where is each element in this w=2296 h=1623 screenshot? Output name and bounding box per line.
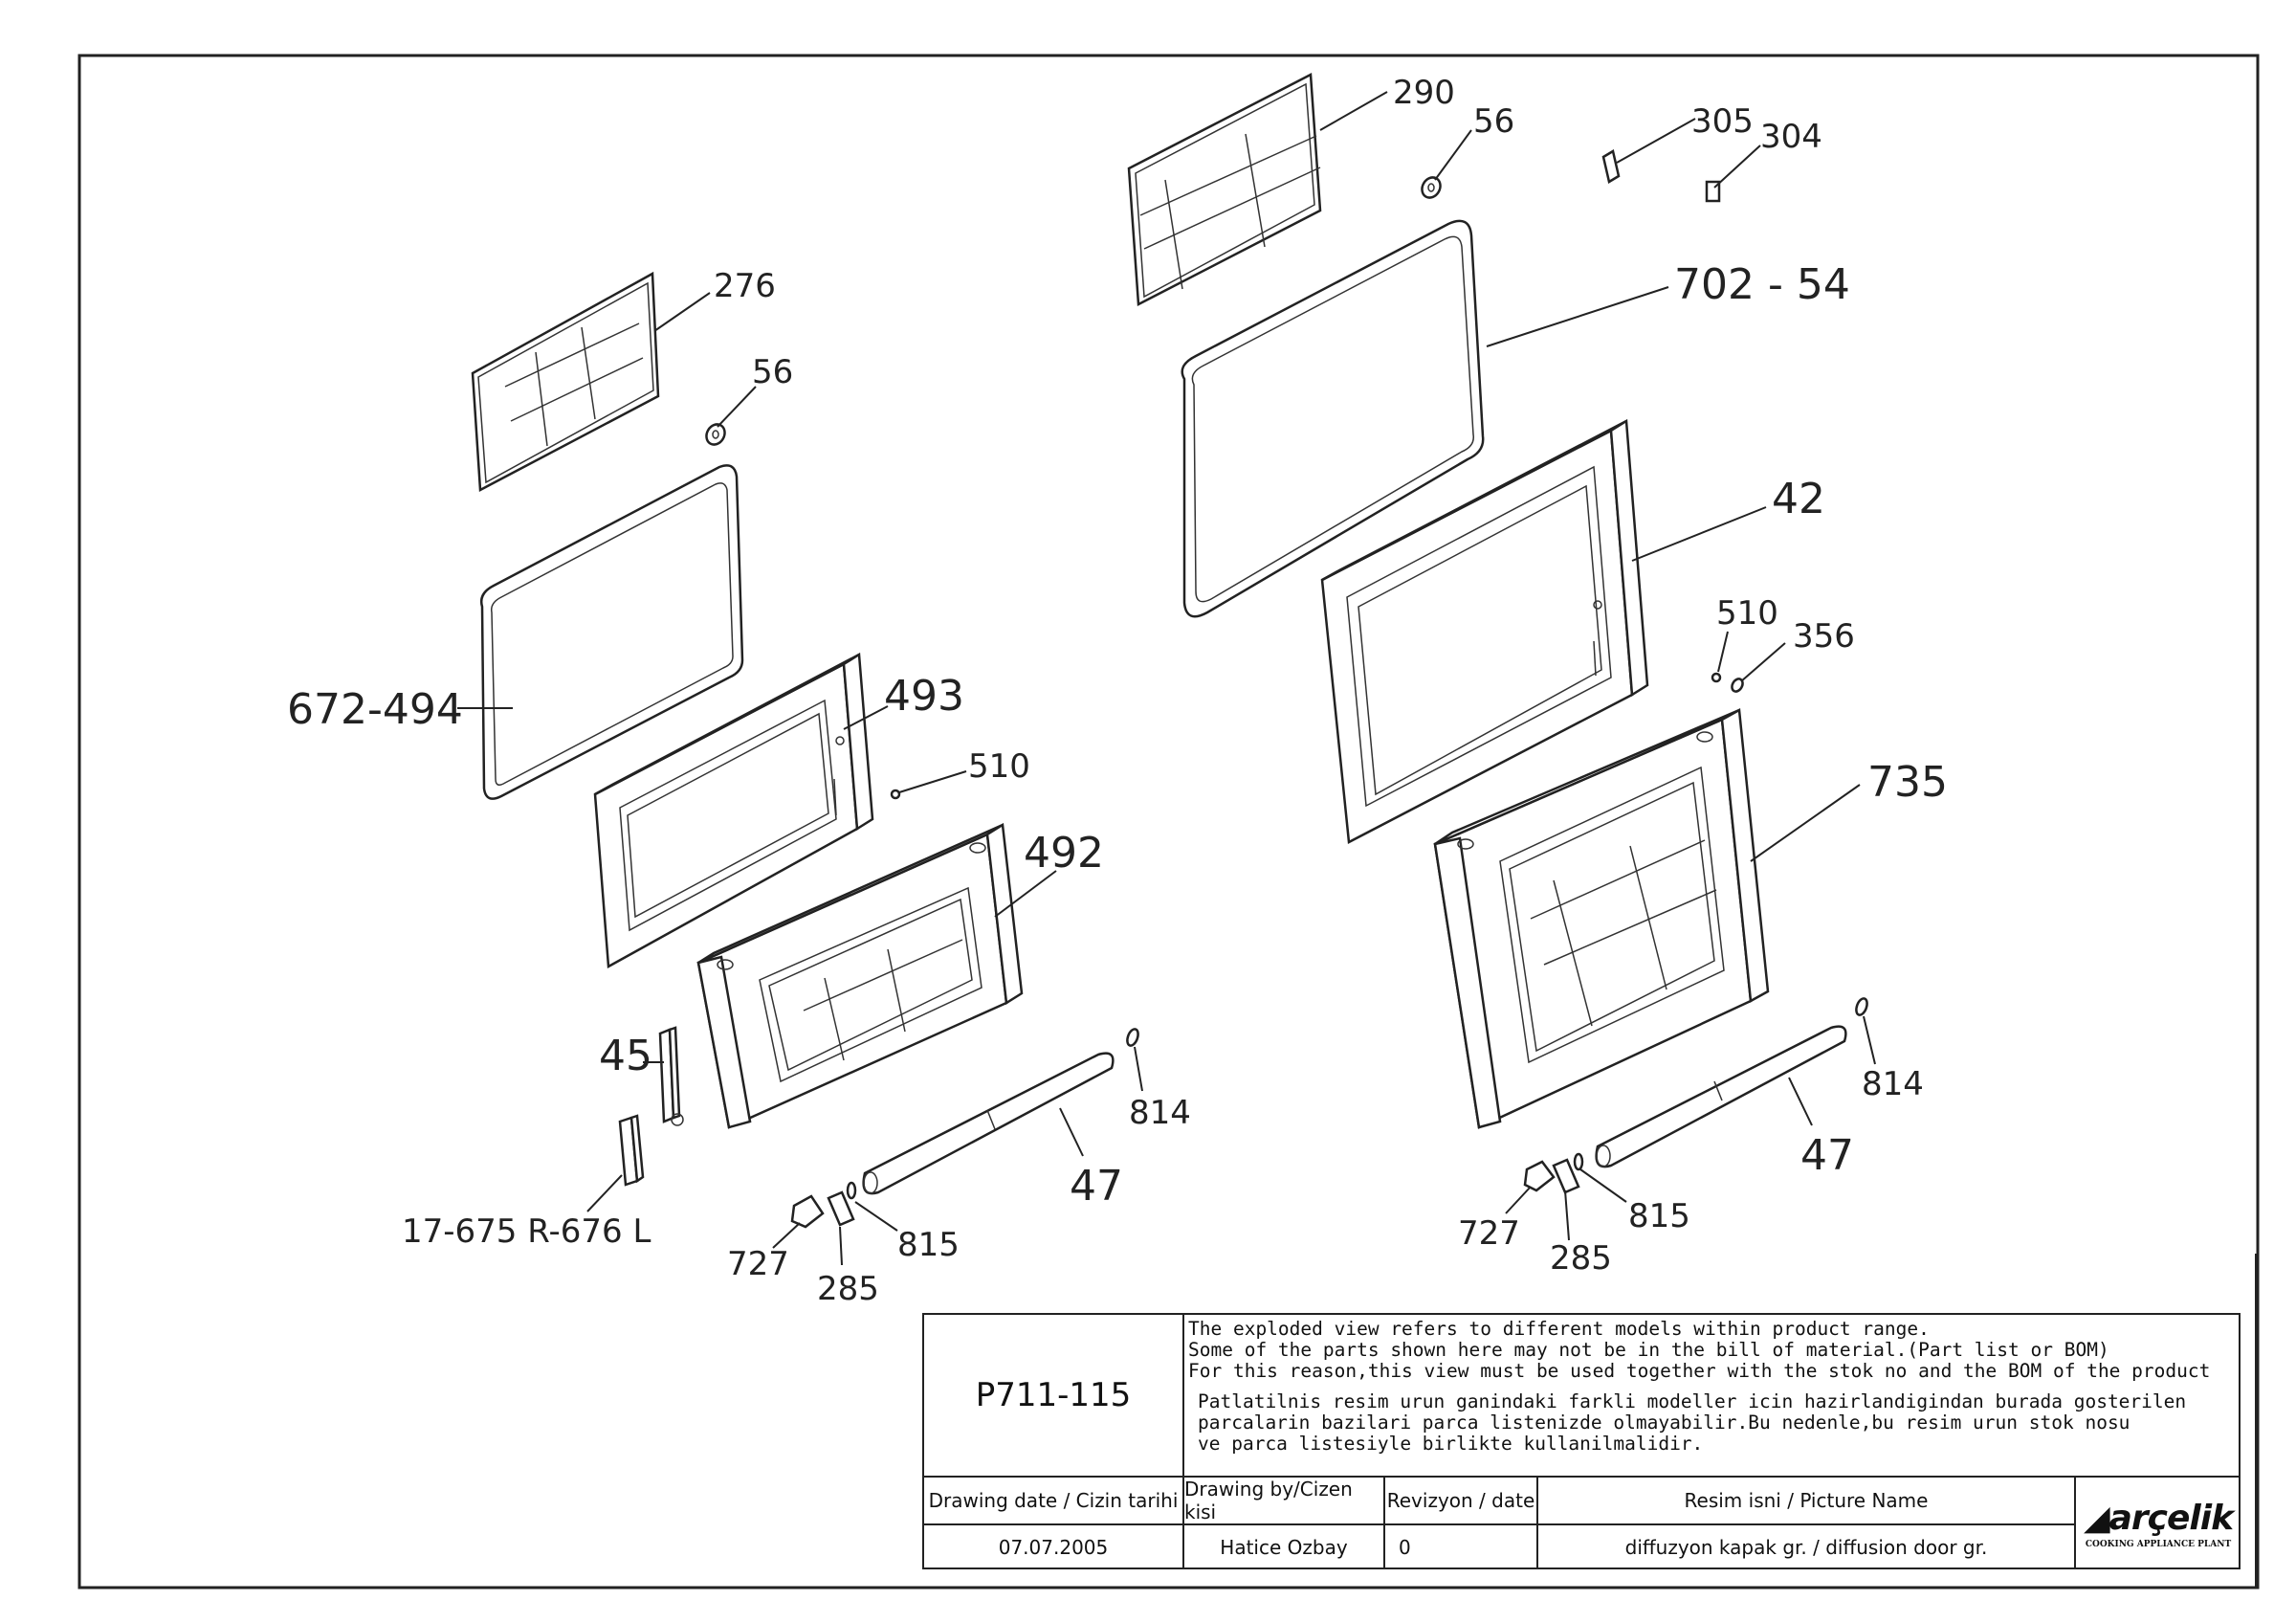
header-revision: Revizyon / date bbox=[1385, 1478, 1538, 1525]
callout-17-675-676: 17-675 R-676 L bbox=[402, 1212, 651, 1251]
callout-735: 735 bbox=[1867, 758, 1948, 807]
part-735-outer-door bbox=[1433, 707, 1770, 1129]
part-56-washer-left bbox=[705, 423, 726, 446]
callout-47-right: 47 bbox=[1800, 1131, 1854, 1180]
callout-814-right: 814 bbox=[1862, 1065, 1924, 1103]
callout-356: 356 bbox=[1793, 617, 1855, 656]
note-tr-line: parcalarin bazilari parca listenizde olm… bbox=[1198, 1412, 2130, 1434]
arcelik-logo: ◢arçelik COOKING APPLIANCE PLANT bbox=[2076, 1478, 2241, 1569]
part-727-hinge-left bbox=[790, 1194, 825, 1229]
leader-lines bbox=[457, 91, 1876, 1266]
part-356-ring bbox=[1731, 678, 1744, 693]
callout-672-494: 672-494 bbox=[287, 685, 463, 734]
callout-510-left: 510 bbox=[968, 747, 1030, 786]
note-tr-line: ve parca listesiyle birlikte kullanilmal… bbox=[1198, 1433, 1704, 1455]
part-276-glass bbox=[471, 271, 660, 493]
drawing-border bbox=[77, 54, 2260, 1590]
callout-493: 493 bbox=[884, 672, 964, 721]
callout-815-left: 815 bbox=[897, 1226, 960, 1264]
part-510-screw-left bbox=[890, 789, 901, 800]
note-en-line: The exploded view refers to different mo… bbox=[1188, 1318, 1930, 1340]
value-revision: 0 bbox=[1385, 1525, 1538, 1569]
note-tr-line: Patlatilnis resim urun ganindaki farkli … bbox=[1198, 1390, 2187, 1412]
part-815-washer-left bbox=[846, 1181, 857, 1200]
callout-702-54: 702 - 54 bbox=[1674, 260, 1850, 309]
part-45-bracket bbox=[658, 1026, 684, 1126]
header-drawing-date: Drawing date / Cizin tarihi bbox=[924, 1478, 1184, 1525]
header-picture-name: Resim isni / Picture Name bbox=[1538, 1478, 2076, 1525]
part-47-handle-left bbox=[862, 1052, 1115, 1195]
part-727-hinge-right bbox=[1523, 1160, 1556, 1192]
part-814-ring-right bbox=[1855, 997, 1868, 1016]
callout-285-left: 285 bbox=[817, 1270, 879, 1308]
part-492-outer-door bbox=[696, 822, 1024, 1129]
part-56-washer bbox=[1421, 176, 1442, 199]
logo-wordmark: ◢arçelik bbox=[2083, 1498, 2234, 1538]
callout-47-left: 47 bbox=[1070, 1162, 1123, 1211]
value-drawing-date: 07.07.2005 bbox=[924, 1525, 1184, 1569]
part-702-54-gasket bbox=[1181, 219, 1485, 618]
callout-727-left: 727 bbox=[727, 1245, 789, 1283]
part-47-handle-right bbox=[1595, 1025, 1847, 1168]
part-672-494-gasket bbox=[480, 464, 744, 800]
notes: The exploded view refers to different mo… bbox=[1184, 1315, 2241, 1478]
title-block: P711-115 The exploded view refers to dif… bbox=[922, 1313, 2241, 1569]
callout-304: 304 bbox=[1760, 118, 1822, 156]
callout-56-left: 56 bbox=[752, 353, 793, 391]
callout-290: 290 bbox=[1393, 74, 1455, 112]
part-42-inner-frame bbox=[1320, 418, 1649, 844]
callout-492: 492 bbox=[1024, 829, 1104, 878]
value-picture-name: diffuzyon kapak gr. / diffusion door gr. bbox=[1538, 1525, 2076, 1569]
callout-45: 45 bbox=[599, 1032, 652, 1080]
value-drawing-by: Hatice Ozbay bbox=[1184, 1525, 1385, 1569]
callout-510-right: 510 bbox=[1716, 594, 1778, 633]
note-en-line: Some of the parts shown here may not be … bbox=[1188, 1339, 2109, 1361]
callout-815-right: 815 bbox=[1628, 1197, 1690, 1235]
part-510-screw bbox=[1711, 672, 1722, 683]
callout-814-left: 814 bbox=[1129, 1094, 1191, 1132]
note-en-line: For this reason,this view must be used t… bbox=[1188, 1360, 2211, 1382]
part-285-pin-left bbox=[827, 1190, 855, 1227]
part-493-inner-frame bbox=[593, 652, 874, 969]
callout-56-right: 56 bbox=[1473, 102, 1514, 141]
part-815-washer-right bbox=[1573, 1152, 1584, 1171]
callout-42: 42 bbox=[1772, 475, 1825, 523]
header-drawing-by: Drawing by/Cizen kisi bbox=[1184, 1478, 1385, 1525]
callout-305: 305 bbox=[1691, 102, 1754, 141]
part-305-clip bbox=[1601, 149, 1621, 184]
part-285-pin-right bbox=[1552, 1158, 1580, 1194]
logo-subtitle: COOKING APPLIANCE PLANT bbox=[2085, 1539, 2232, 1549]
part-814-ring-left bbox=[1126, 1028, 1139, 1047]
callout-727-right: 727 bbox=[1458, 1214, 1520, 1253]
callout-285-right: 285 bbox=[1550, 1239, 1612, 1278]
part-17-675-hinge bbox=[618, 1114, 645, 1187]
part-290-glass bbox=[1127, 73, 1322, 306]
callout-276: 276 bbox=[714, 267, 776, 305]
drawing-number: P711-115 bbox=[924, 1315, 1184, 1478]
logo-swoosh-icon: ◢ bbox=[2083, 1498, 2110, 1538]
